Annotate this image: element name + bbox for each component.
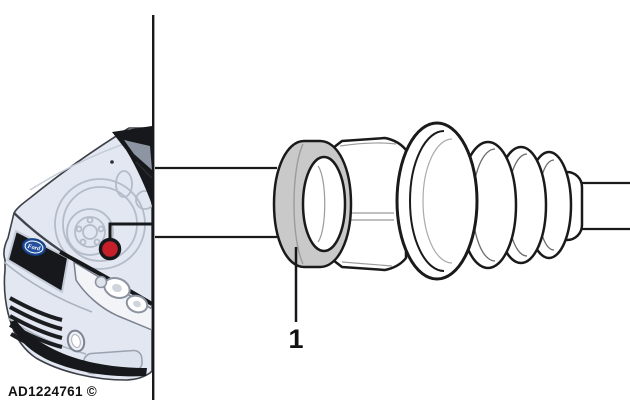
vehicle-location-view: Ford — [3, 126, 152, 381]
clamp-ring-inner-detail — [317, 165, 326, 243]
windshield-glass — [124, 140, 152, 170]
halfshaft-left — [155, 166, 277, 239]
wiper-line — [135, 161, 152, 179]
ghost-hub — [82, 224, 98, 240]
ghost-engine-part — [135, 190, 152, 210]
bumper-lower-trim — [10, 320, 147, 377]
hood-crease — [29, 141, 131, 191]
section-divider-line — [152, 15, 155, 400]
ford-badge-script: Ford — [27, 243, 42, 253]
clamp-ring-face-crease — [293, 143, 304, 265]
ghost-strut — [115, 170, 133, 198]
fog-lamp — [66, 329, 86, 353]
boot-clamp-ring — [272, 139, 353, 269]
halfshaft-right — [578, 181, 630, 231]
figure-reference-code: AD1224761 © — [8, 384, 97, 399]
marker-connector-line — [108, 222, 153, 238]
location-marker-dot — [98, 237, 122, 261]
clamp-ring-opening — [301, 155, 347, 253]
washer-nozzle-dot — [110, 160, 114, 164]
boot-bellow-1-rim — [409, 130, 445, 272]
boot-bellow-1-crease — [422, 138, 453, 264]
callout-1-label: 1 — [288, 324, 303, 354]
headlight-projectors — [94, 275, 149, 314]
ghost-brake-disc — [66, 208, 114, 256]
ford-badge: Ford — [21, 238, 47, 256]
bumper-crease-upper — [3, 261, 93, 313]
boot-bellow-1 — [395, 121, 479, 281]
cv-boot-detail-view: 1 — [155, 121, 630, 354]
